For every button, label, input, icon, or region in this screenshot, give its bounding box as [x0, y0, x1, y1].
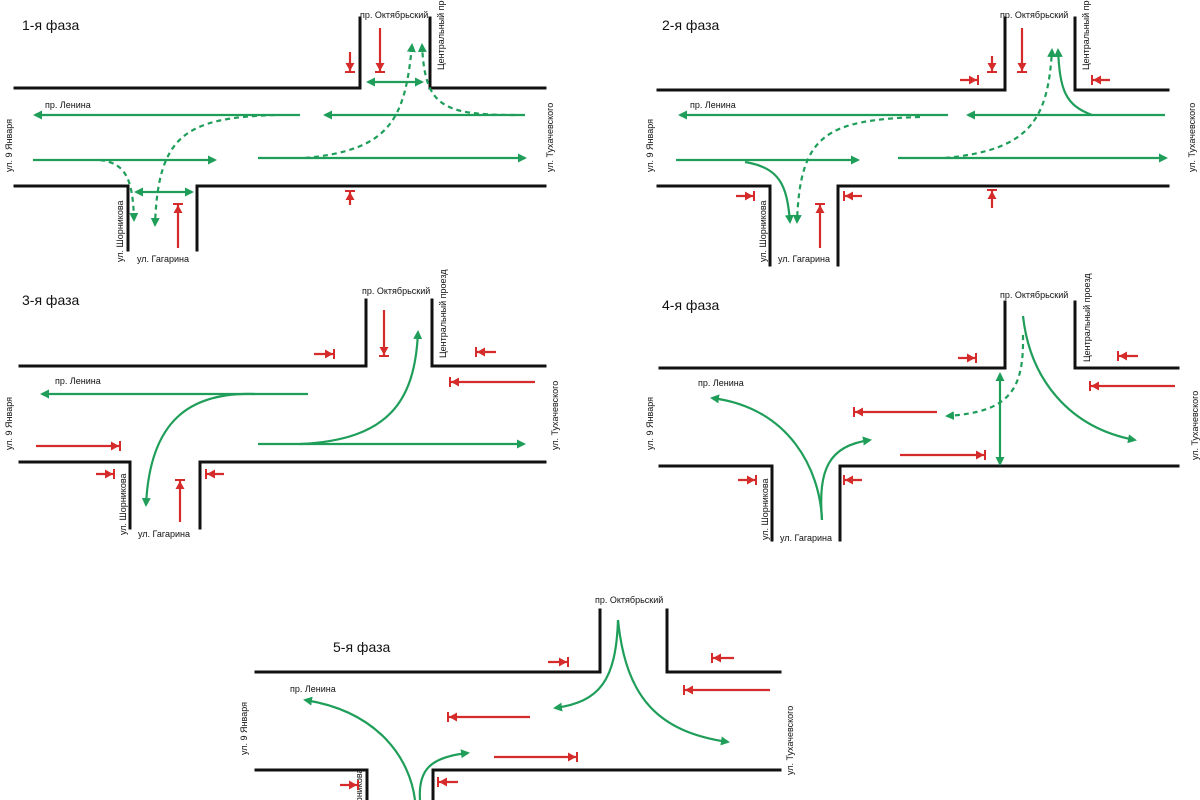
- green-movements: [710, 315, 1137, 521]
- street-label-oktyabrsky: пр. Октябрьский: [362, 286, 430, 296]
- street-label-lenina: пр. Ленина: [55, 376, 101, 386]
- green-movements: [676, 48, 1168, 224]
- street-label-shornikova: ул. Шорникова: [115, 200, 125, 262]
- street-label-oktyabrsky: пр. Октябрьский: [360, 10, 428, 20]
- street-label-tukhachevskogo: ул. Тухачевского: [545, 103, 555, 172]
- street-label-gagarina: ул. Гагарина: [138, 529, 190, 539]
- green-movements: [303, 619, 730, 800]
- street-label-9-yanvarya: ул. 9 Января: [239, 702, 249, 755]
- street-label-gagarina: ул. Гагарина: [137, 254, 189, 264]
- street-label-9-yanvarya: ул. 9 Января: [4, 397, 14, 450]
- street-label-shornikova: ул. Шорникова: [760, 478, 770, 540]
- road-edges: [656, 16, 1170, 267]
- phase-5: 5-я фаза пр. Октябрьский пр. Ленина ул. …: [239, 595, 795, 800]
- red-prohibitions: [173, 28, 385, 248]
- street-label-shornikova: ул. Шорникова: [354, 768, 364, 800]
- phase-title: 1-я фаза: [22, 17, 79, 33]
- street-label-9-yanvarya: ул. 9 Января: [645, 397, 655, 450]
- phase-title: 2-я фаза: [662, 17, 719, 33]
- street-label-tsentralny: Центральный проезд: [1082, 273, 1092, 362]
- phase-title: 5-я фаза: [333, 639, 390, 655]
- street-label-tukhachevskogo: ул. Тухачевского: [1187, 103, 1197, 172]
- phase-2: 2-я фаза пр. Октябрьский Центральный про…: [645, 0, 1197, 267]
- street-label-9-yanvarya: ул. 9 Января: [645, 119, 655, 172]
- road-edges: [658, 300, 1180, 542]
- green-movements: [40, 330, 526, 507]
- red-prohibitions: [738, 351, 1175, 485]
- phase-title: 3-я фаза: [22, 292, 79, 308]
- red-prohibitions: [736, 28, 1110, 248]
- street-label-tukhachevskogo: ул. Тухачевского: [550, 381, 560, 450]
- street-label-gagarina: ул. Гагарина: [778, 254, 830, 264]
- street-label-oktyabrsky: пр. Октябрьский: [1000, 290, 1068, 300]
- phase-3: 3-я фаза пр. Октябрьский Центральный про…: [4, 269, 560, 539]
- road-edges: [254, 608, 782, 800]
- street-label-tsentralny: Центральный проезд: [436, 0, 446, 70]
- street-label-shornikova: ул. Шорникова: [758, 200, 768, 262]
- green-movements: [33, 43, 527, 227]
- street-label-lenina: пр. Ленина: [698, 378, 744, 388]
- road-edges: [18, 298, 547, 530]
- road-edges: [13, 16, 547, 252]
- street-label-oktyabrsky: пр. Октябрьский: [595, 595, 663, 605]
- street-label-shornikova: ул. Шорникова: [118, 473, 128, 535]
- street-label-lenina: пр. Ленина: [690, 100, 736, 110]
- street-label-lenina: пр. Ленина: [290, 684, 336, 694]
- phase-4: 4-я фаза пр. Октябрьский Центральный про…: [645, 273, 1200, 543]
- street-label-gagarina: ул. Гагарина: [780, 533, 832, 543]
- street-label-oktyabrsky: пр. Октябрьский: [1000, 10, 1068, 20]
- street-label-tukhachevskogo: ул. Тухачевского: [1190, 391, 1200, 460]
- street-label-tsentralny: Центральный проезд: [438, 269, 448, 358]
- red-prohibitions: [340, 653, 770, 790]
- street-label-lenina: пр. Ленина: [45, 100, 91, 110]
- phase-1: 1-я фаза пр. Октябрьский Центральный про…: [4, 0, 555, 264]
- red-prohibitions: [36, 310, 535, 522]
- street-label-tsentralny: Центральный проезд: [1081, 0, 1091, 70]
- phase-title: 4-я фаза: [662, 297, 719, 313]
- street-label-9-yanvarya: ул. 9 Января: [4, 119, 14, 172]
- street-label-tukhachevskogo: ул. Тухачевского: [785, 706, 795, 775]
